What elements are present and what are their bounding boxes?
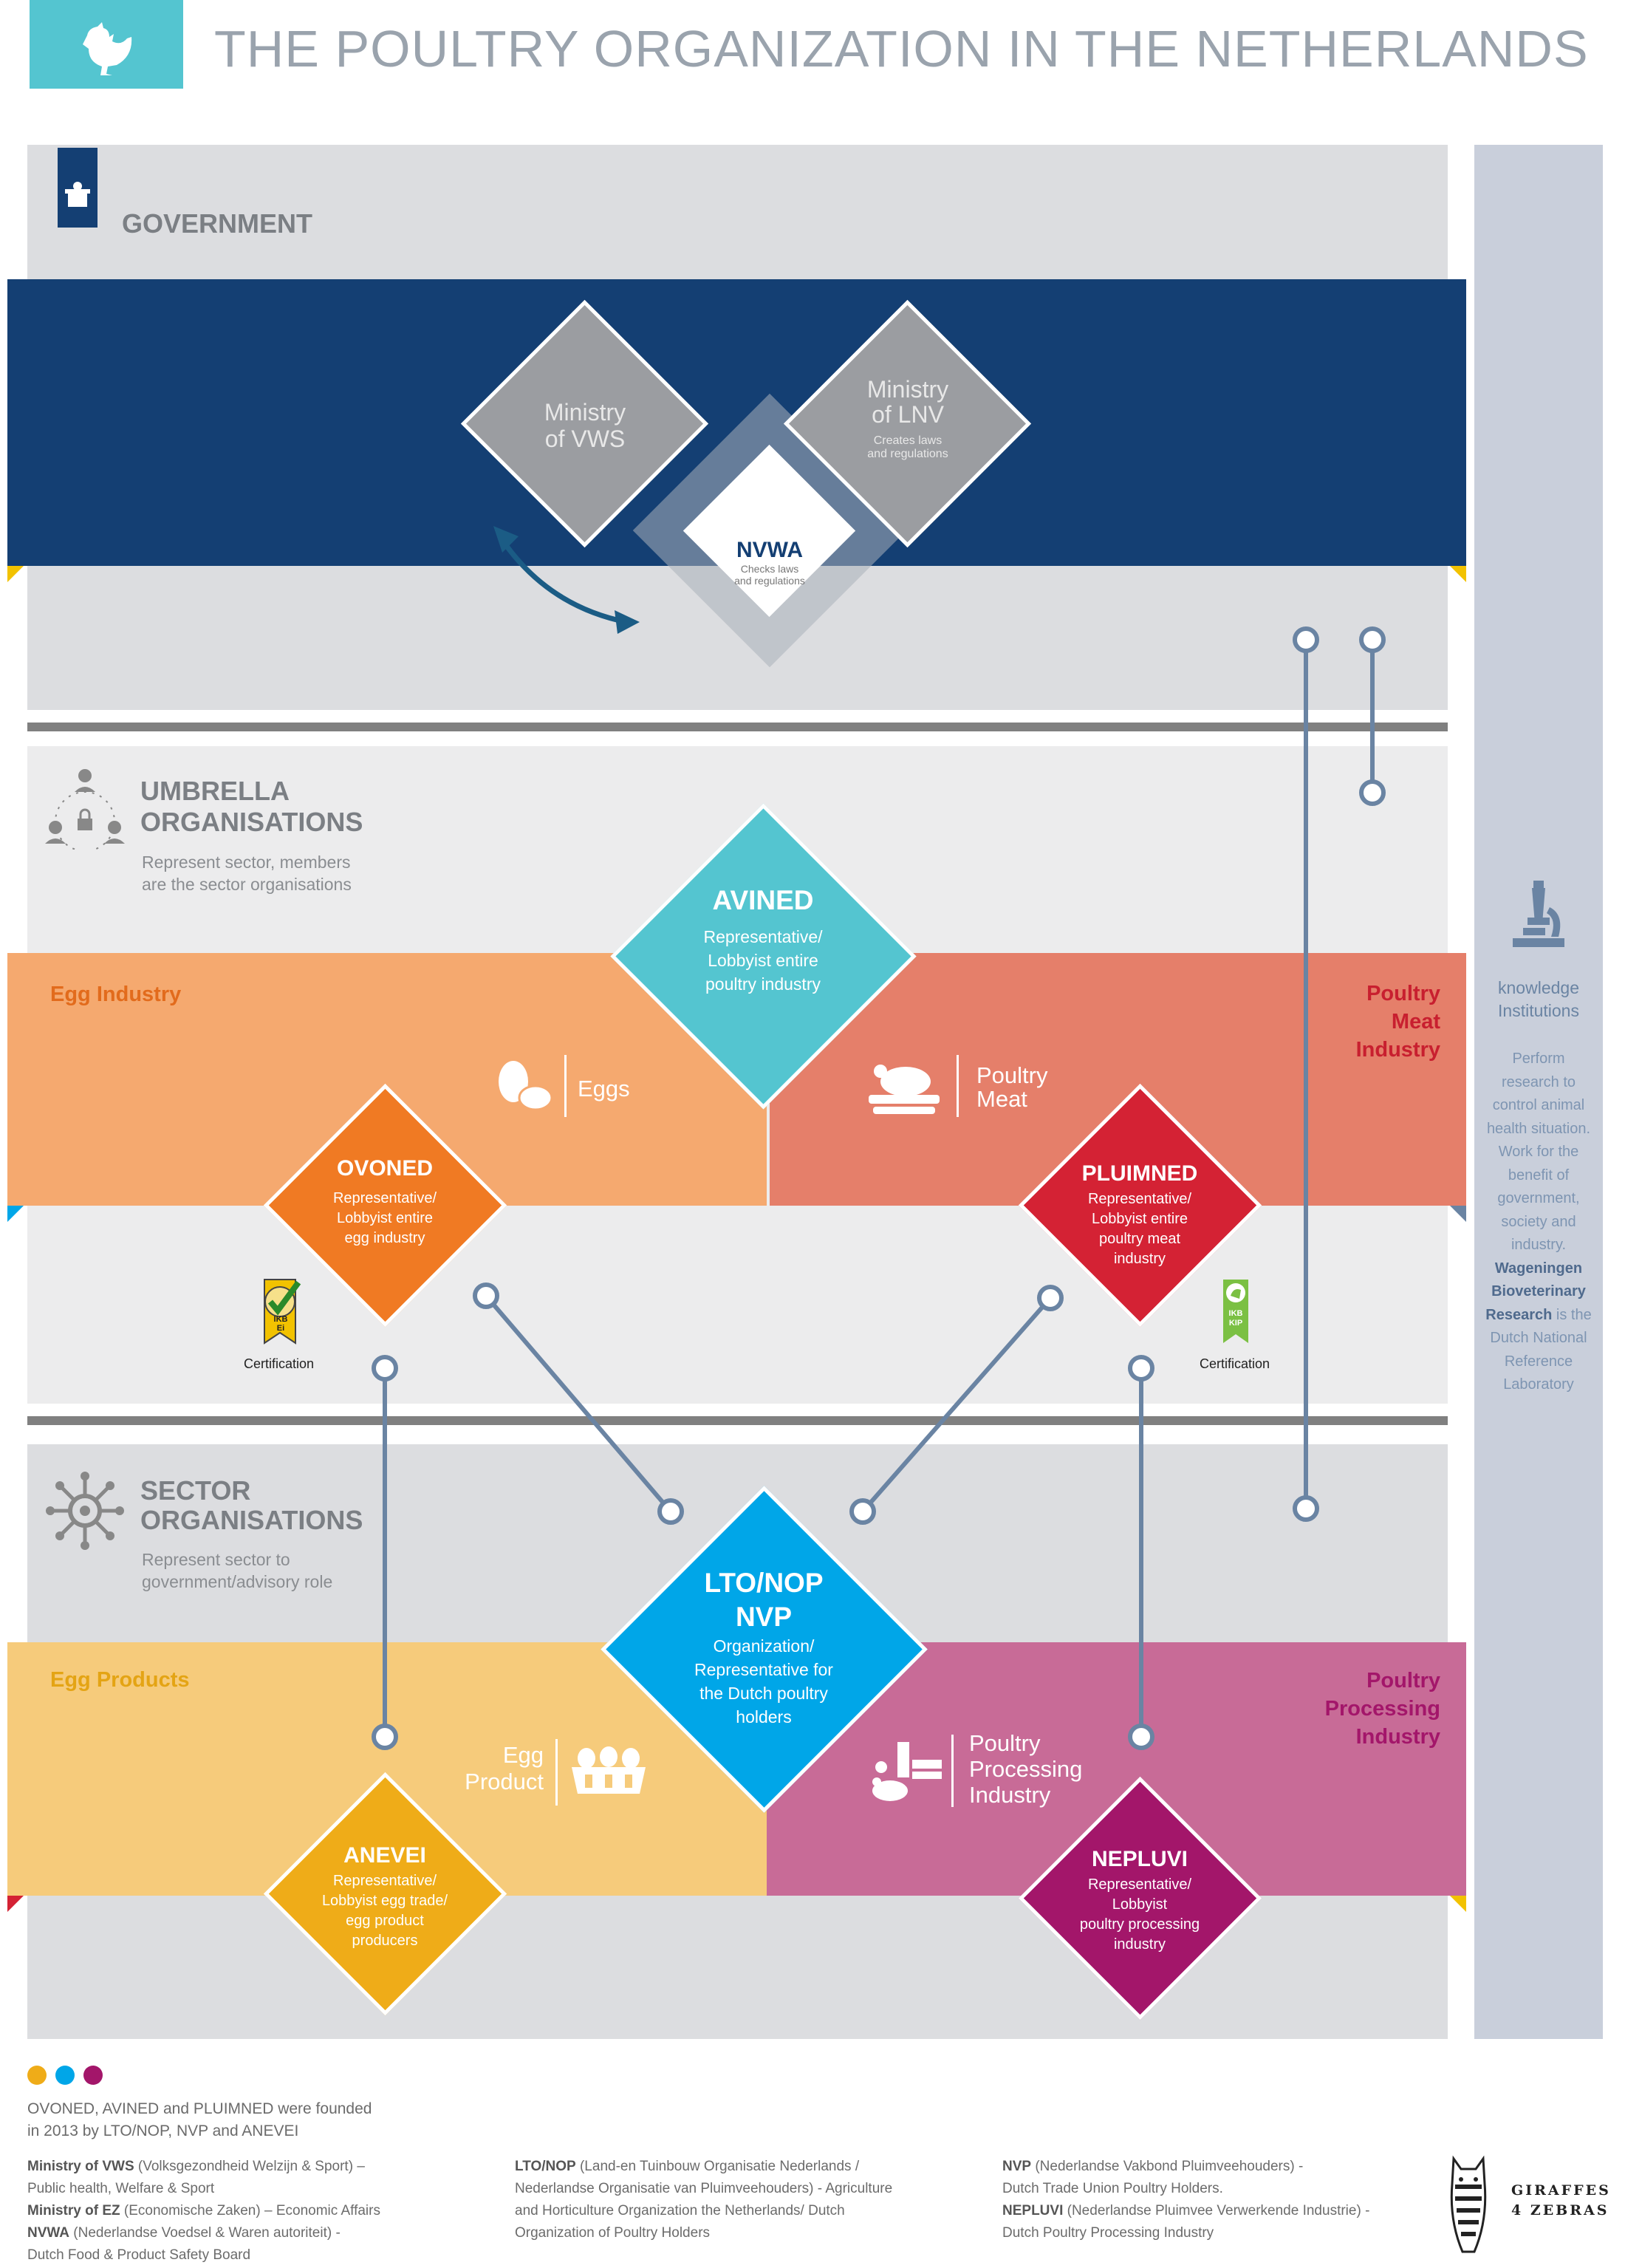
government-label: GOVERNMENT [122, 208, 313, 239]
gov-band-marker-right [1450, 566, 1466, 582]
eggs-icon [491, 1056, 558, 1116]
page-title: THE POULTRY ORGANIZATION IN THE NETHERLA… [214, 20, 1589, 78]
footer-col3: NVP (Nederlandse Vakbond Pluimveehouders… [1002, 2159, 1370, 2241]
anevei-label: ANEVEI Representative/ Lobbyist egg trad… [321, 1843, 448, 1949]
umbrella-group-icon [41, 761, 129, 850]
egg-product-label: Egg Product [465, 1742, 544, 1794]
eggs-divider [564, 1055, 567, 1117]
poultry-meat-icon [863, 1056, 944, 1120]
separator-2 [27, 1416, 1448, 1425]
gov-band-marker-left [7, 566, 24, 582]
poultry-processing-divider [951, 1735, 954, 1807]
legend-dots [27, 2066, 116, 2085]
poultry-processing-label: Poultry Processing Industry [969, 1730, 1083, 1808]
lto-nop-nvp-label: LTO/NOP NVP Organization/ Representative… [694, 1568, 833, 1726]
meat-band-marker [1450, 1206, 1466, 1222]
ministry-lnv-label: Ministry of LNV Creates laws and regulat… [866, 376, 949, 460]
zebra-logo-icon [1439, 2154, 1498, 2258]
legend-dot-yellow [27, 2066, 47, 2085]
pluimned-label: PLUIMNED Representative/ Lobbyist entire… [1081, 1161, 1198, 1267]
poultry-meat-industry-label: Poultry Meat Industry [1355, 982, 1440, 1062]
eggprod-band-marker [7, 1896, 24, 1912]
certification-left-label: Certification [244, 1356, 315, 1371]
poultry-processing-industry-label: Poultry Processing Industry [1324, 1669, 1440, 1749]
giraffes-zebras-logo-text: GIRAFFES 4 ZEBRAS [1511, 2182, 1611, 2219]
umbrella-label: UMBRELLA ORGANISATIONS [140, 776, 363, 837]
nvwa-label: NVWA Checks laws and regulations [734, 538, 805, 587]
egg-product-divider [555, 1739, 558, 1806]
legend-dot-magenta [83, 2066, 103, 2085]
sector-network-icon [44, 1470, 126, 1551]
sector-label: SECTOR ORGANISATIONS [140, 1475, 363, 1535]
egg-carton-icon [567, 1742, 650, 1801]
umbrella-desc: Represent sector, members are the sector… [142, 853, 352, 894]
chicken-icon [83, 22, 132, 75]
knowledge-bg [1474, 145, 1603, 2039]
footer-col1: Ministry of VWS (Volksgezondheid Welzijn… [27, 2159, 380, 2263]
egg-products-label: Egg Products [50, 1668, 190, 1692]
processing-band-marker [1450, 1896, 1466, 1912]
nepluvi-label: NEPLUVI Representative/ Lobbyist poultry… [1079, 1847, 1200, 1953]
avined-label: AVINED Representative/ Lobbyist entire p… [703, 885, 823, 994]
footer-col2: LTO/NOP (Land-en Tuinbouw Organisatie Ne… [515, 2159, 893, 2241]
sector-desc: Represent sector to government/advisory … [142, 1550, 333, 1591]
legend-dot-blue [55, 2066, 75, 2085]
ovoned-label: OVONED Representative/ Lobbyist entire e… [332, 1156, 437, 1246]
processing-factory-icon [868, 1735, 948, 1806]
egg-band-marker [7, 1206, 24, 1222]
ministry-vws-label: Ministry of VWS [544, 399, 626, 452]
logo-box [30, 0, 183, 89]
knowledge-title: knowledge Institutions [1498, 978, 1579, 1020]
government-emblem-icon [58, 148, 98, 228]
footer-note: OVONED, AVINED and PLUIMNED were founded… [27, 2100, 372, 2139]
egg-industry-label: Egg Industry [50, 983, 182, 1006]
eggs-label: Eggs [578, 1076, 630, 1101]
poultry-meat-label: Poultry Meat [976, 1062, 1048, 1112]
poultry-meat-divider [957, 1055, 959, 1117]
certification-right-label: Certification [1200, 1356, 1270, 1371]
microscope-icon [1505, 878, 1572, 952]
separator-1 [27, 723, 1448, 731]
